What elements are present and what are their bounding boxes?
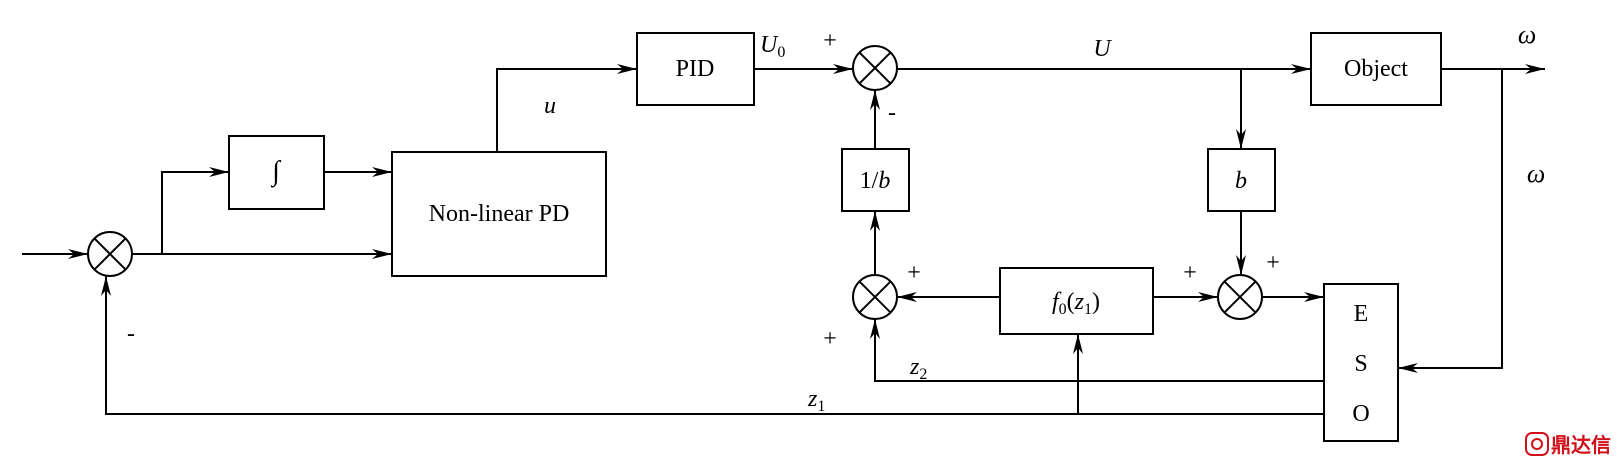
u-label: u: [544, 93, 556, 119]
pid-label: PID: [676, 56, 715, 82]
eso-block: E S O: [1323, 283, 1399, 442]
U-label: U: [1093, 36, 1112, 62]
inverse-b-label: 1/b: [860, 168, 891, 194]
inverse-b-block: 1/b: [841, 148, 910, 212]
f0-block: f0(z1): [999, 267, 1154, 335]
summing-junction-top: [852, 45, 898, 91]
integrator-label: ∫: [270, 156, 282, 188]
z1-arrow: [101, 276, 1324, 415]
top-sum-minus-sign: -: [888, 100, 896, 126]
summing-junction-main: [87, 231, 133, 277]
eso-letter-o: O: [1352, 401, 1369, 427]
lower-left-sum-plus-right: +: [907, 260, 921, 286]
omega-to-eso-arrow: [1398, 69, 1503, 373]
omega-output-label: ω: [1518, 20, 1536, 49]
nonlinear-pd-block: Non-linear PD: [391, 151, 607, 277]
nonlinear-pd-label: Non-linear PD: [429, 201, 570, 227]
z1-label: z1: [807, 386, 825, 415]
eso-letter-s: S: [1354, 351, 1367, 377]
summing-junction-lower-left: [852, 274, 898, 320]
pid-block: PID: [636, 32, 755, 106]
watermark-logo: 鼎达信: [1525, 432, 1611, 457]
signal-lines: [22, 64, 1545, 415]
watermark-logo-icon: [1525, 432, 1549, 456]
U0-label: U0: [760, 32, 785, 61]
top-sum-plus-sign: +: [823, 28, 837, 54]
b-block: b: [1207, 148, 1276, 212]
u-to-pid-arrow: [496, 64, 637, 152]
z2-label: z2: [909, 354, 927, 383]
summing-junction-lower-right: [1217, 274, 1263, 320]
eso-letter-e: E: [1354, 301, 1369, 327]
f0-label: f0(z1): [1052, 289, 1100, 318]
z2-arrow: [870, 319, 1324, 382]
lower-left-sum-plus-bottom: +: [823, 326, 837, 352]
object-label: Object: [1344, 56, 1408, 82]
error-to-integrator-arrow: [161, 167, 229, 254]
omega-feedback-label: ω: [1527, 159, 1545, 188]
integrator-block: ∫: [228, 135, 325, 210]
lower-right-sum-plus-top: +: [1266, 250, 1280, 276]
b-label: b: [1235, 168, 1247, 194]
object-block: Object: [1310, 32, 1442, 106]
watermark-logo-text: 鼎达信: [1551, 433, 1611, 457]
lower-right-sum-plus-left: +: [1183, 260, 1197, 286]
main-sum-minus-sign: -: [127, 321, 135, 347]
